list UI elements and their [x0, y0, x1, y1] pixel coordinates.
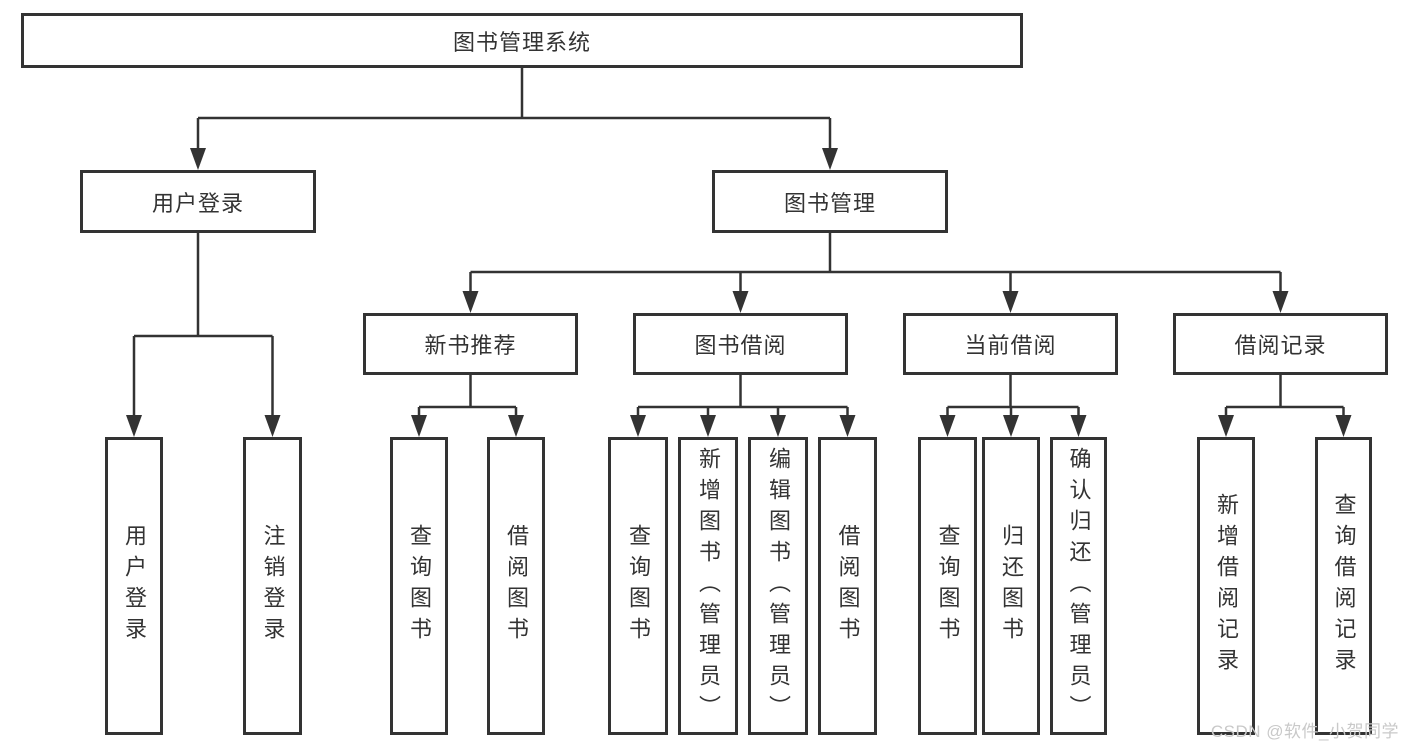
leaf-borrowing-query-books: 查询图书 [608, 437, 668, 735]
node-current-borrowing: 当前借阅 [903, 313, 1118, 375]
leaf-newbook-query-books: 查询图书 [390, 437, 448, 735]
node-label: 当前借阅 [964, 333, 1057, 358]
node-label: 确认归还（管理员） [1066, 446, 1092, 726]
node-book-management: 图书管理 [712, 170, 948, 233]
node-new-book-recommend: 新书推荐 [363, 313, 578, 375]
leaf-borrowing-add-books-admin: 新增图书（管理员） [678, 437, 738, 735]
node-label: 用户登录 [151, 190, 244, 216]
tree-edges [132, 68, 1345, 416]
leaf-logout: 注销登录 [243, 437, 302, 735]
node-label: 用户登录 [122, 524, 147, 648]
leaf-borrowing-edit-books-admin: 编辑图书（管理员） [748, 437, 808, 735]
leaf-borrowing-borrow-books: 借阅图书 [818, 437, 877, 735]
leaf-newbook-borrow-books: 借阅图书 [487, 437, 545, 735]
leaf-records-add-record: 新增借阅记录 [1197, 437, 1255, 735]
node-label: 新书推荐 [424, 333, 517, 358]
watermark: CSDN @软件_小贺同学 [1210, 722, 1399, 741]
leaf-current-confirm-return-admin: 确认归还（管理员） [1050, 437, 1107, 735]
node-user-login-branch: 用户登录 [80, 170, 316, 233]
node-book-borrowing: 图书借阅 [633, 313, 848, 375]
node-label: 借阅记录 [1234, 333, 1327, 358]
node-label: 查询图书 [626, 524, 651, 648]
node-label: 归还图书 [999, 524, 1024, 648]
node-label: 查询借阅记录 [1331, 493, 1357, 679]
leaf-user-login: 用户登录 [105, 437, 163, 735]
node-library-management-system: 图书管理系统 [21, 13, 1023, 68]
node-label: 查询图书 [407, 524, 432, 648]
node-label: 图书管理 [783, 190, 876, 216]
node-label: 借阅图书 [504, 524, 529, 648]
leaf-current-return-books: 归还图书 [982, 437, 1040, 735]
node-label: 查询图书 [935, 524, 961, 648]
arrowhead-icons [126, 148, 1352, 437]
node-label: 注销登录 [260, 524, 286, 648]
leaf-current-query-books: 查询图书 [918, 437, 977, 735]
node-label: 编辑图书（管理员） [766, 446, 791, 726]
node-label: 图书借阅 [694, 333, 787, 358]
node-label: 借阅图书 [835, 524, 861, 648]
node-label: 新增图书（管理员） [696, 446, 721, 726]
node-borrowing-records: 借阅记录 [1173, 313, 1388, 375]
leaf-records-query-record: 查询借阅记录 [1315, 437, 1372, 735]
node-label: 新增借阅记录 [1214, 493, 1239, 679]
node-label: 图书管理系统 [452, 29, 591, 55]
